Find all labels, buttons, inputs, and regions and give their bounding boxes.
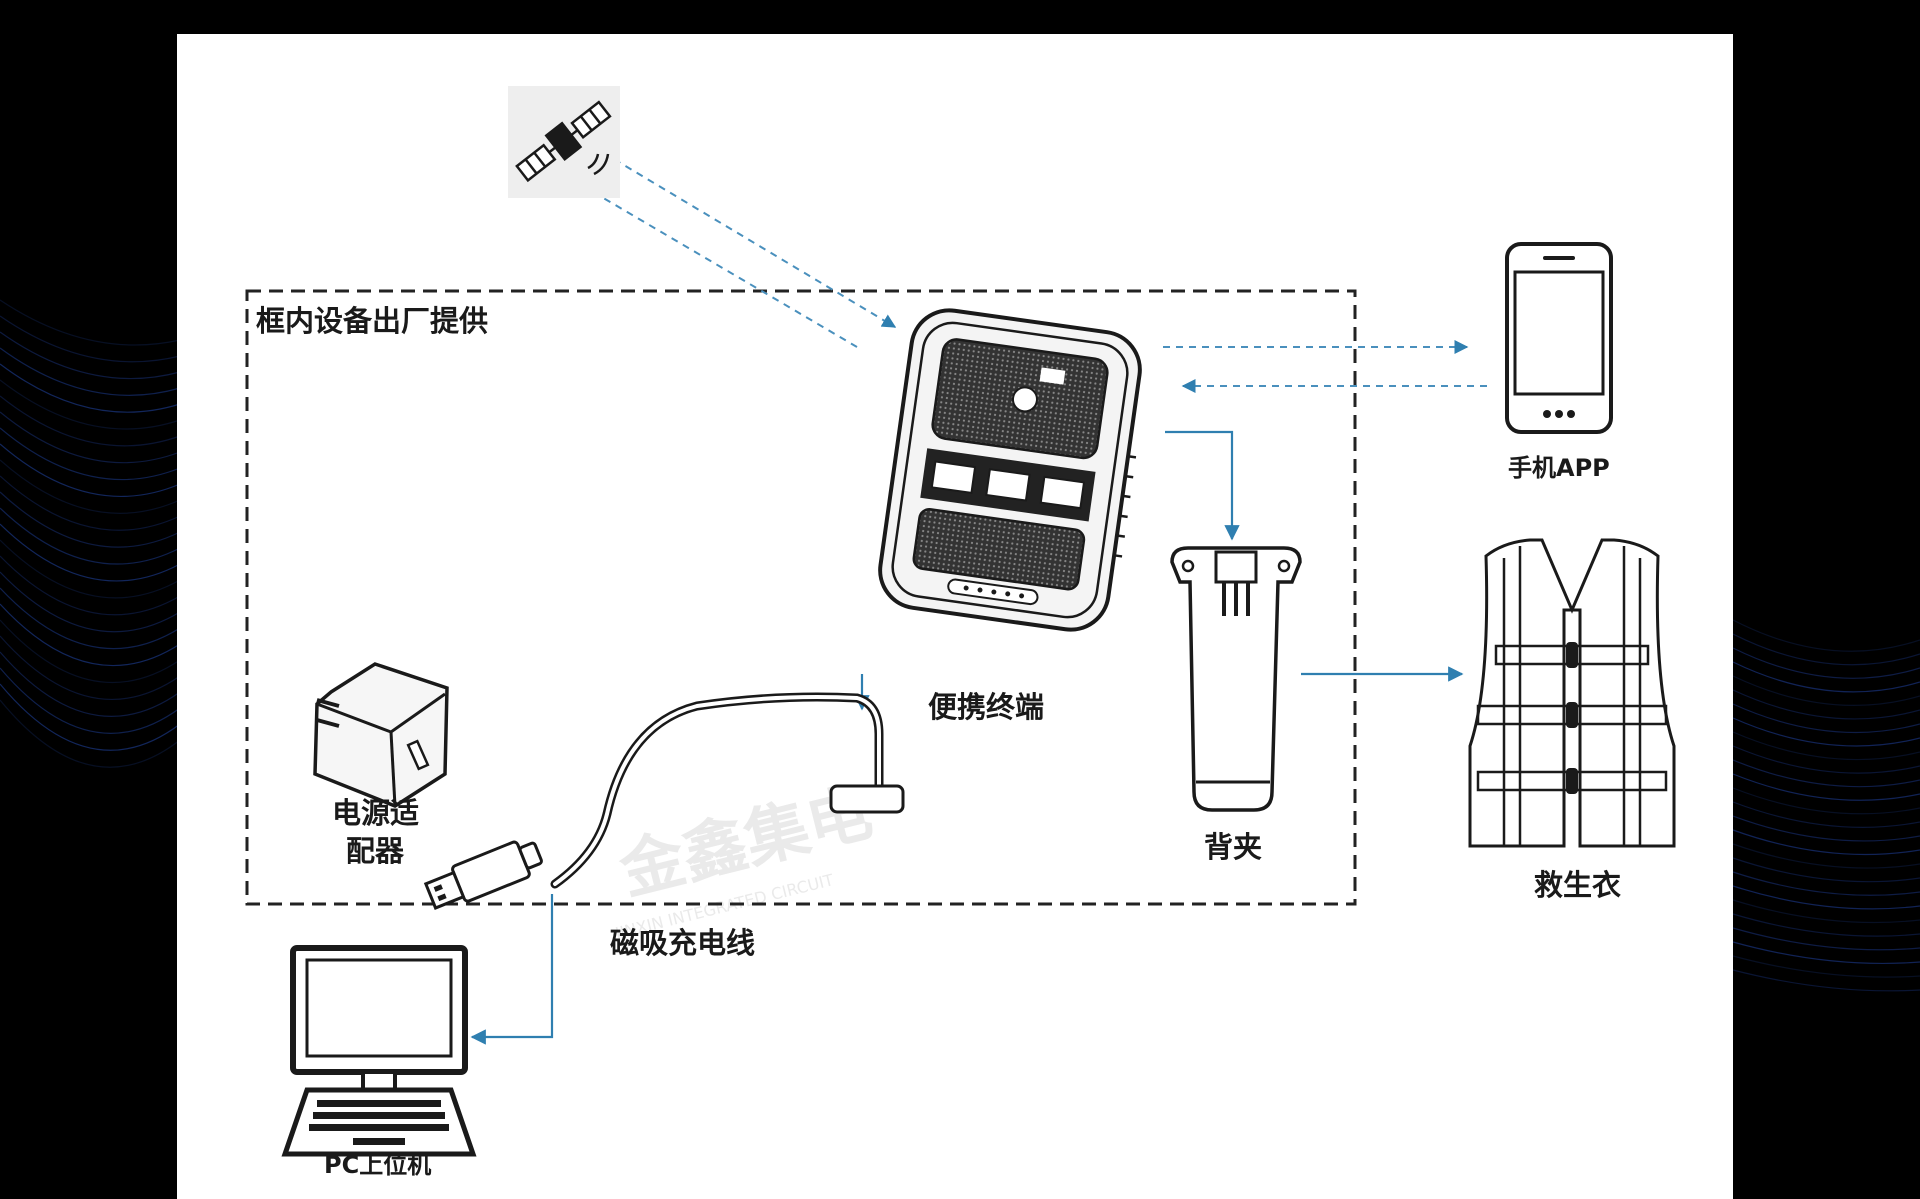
wave-line-right	[1732, 885, 1920, 910]
clip-label: 背夹	[1204, 830, 1263, 864]
back-clip-icon	[1170, 546, 1302, 812]
pc-label: PC上位机	[324, 1151, 432, 1179]
wave-line-left	[0, 411, 181, 464]
solid-arrows	[470, 430, 1464, 1045]
wave-line-right	[1732, 941, 1920, 965]
wave-line-left	[0, 331, 181, 380]
factory-supplied-frame	[245, 289, 1357, 906]
vest-label: 救生衣	[1534, 868, 1622, 902]
wave-line-left	[0, 667, 181, 734]
wave-line-right	[1732, 857, 1920, 883]
portable-terminal-icon	[878, 308, 1142, 632]
system-diagram: 金鑫集电 JINXIN INTEGRATED CIRCUIT	[245, 86, 1676, 1157]
wave-line-right	[1732, 647, 1920, 679]
wave-line-left	[0, 427, 181, 481]
wave-line-left	[0, 475, 181, 531]
wave-line-right	[1732, 955, 1920, 978]
wave-line-right	[1732, 801, 1920, 828]
wave-line-right	[1732, 661, 1920, 693]
terminal-label: 便携终端	[928, 690, 1045, 724]
link-terminal-to-satellite	[552, 168, 858, 348]
wave-line-left	[0, 587, 181, 650]
wave-line-right	[1732, 759, 1920, 788]
wave-line-right	[1732, 731, 1920, 761]
cable-label: 磁吸充电线	[610, 926, 756, 960]
wave-line-left	[0, 395, 181, 447]
wave-line-left	[0, 491, 181, 548]
frame-label: 框内设备出厂提供	[256, 304, 489, 338]
wave-line-left	[0, 683, 181, 751]
computer-icon	[281, 945, 477, 1157]
wave-line-right	[1732, 871, 1920, 896]
link-satellite-to-terminal	[591, 145, 897, 328]
wave-line-right	[1732, 969, 1920, 992]
adapter-label-line1: 电源适	[332, 796, 420, 830]
satellite-icon	[508, 86, 620, 198]
wave-line-right	[1732, 773, 1920, 801]
wave-line-left	[0, 315, 181, 363]
wave-line-left	[0, 619, 181, 683]
wave-line-right	[1732, 717, 1920, 747]
wave-line-right	[1732, 899, 1920, 924]
adapter-label-line2: 配器	[346, 834, 405, 868]
wave-line-left	[0, 699, 181, 768]
wave-line-left	[0, 635, 181, 701]
wave-line-left	[0, 347, 181, 396]
wave-line-left	[0, 363, 181, 413]
wave-line-right	[1732, 927, 1920, 951]
wave-line-left	[0, 555, 181, 616]
wave-line-right	[1732, 787, 1920, 815]
power-adapter-icon	[313, 662, 449, 808]
wave-line-right	[1732, 745, 1920, 774]
dashed-links	[552, 145, 1487, 393]
wave-line-right	[1732, 703, 1920, 734]
life-vest-icon	[1468, 538, 1676, 848]
wave-line-right	[1732, 633, 1920, 666]
wave-line-right	[1732, 843, 1920, 869]
arrow-cable-to-pc	[470, 894, 554, 1045]
arrow-terminal-to-clip	[1165, 430, 1240, 541]
wave-line-left	[0, 539, 181, 599]
wave-line-left	[0, 443, 181, 498]
wave-line-right	[1732, 619, 1920, 652]
wave-line-left	[0, 571, 181, 633]
wave-line-left	[0, 507, 181, 565]
wave-line-right	[1732, 815, 1920, 842]
background-wave-lines	[0, 299, 1920, 992]
wave-line-right	[1732, 829, 1920, 856]
wave-line-left	[0, 651, 181, 717]
smartphone-icon	[1505, 242, 1613, 434]
wave-line-left	[0, 379, 181, 430]
wave-line-left	[0, 523, 181, 582]
wave-line-left	[0, 299, 181, 346]
wave-line-left	[0, 603, 181, 667]
wave-line-right	[1732, 689, 1920, 720]
wave-line-right	[1732, 913, 1920, 937]
magnetic-charging-cable-icon	[423, 692, 905, 910]
wave-line-left	[0, 459, 181, 514]
wave-line-right	[1732, 675, 1920, 706]
phone-label: 手机APP	[1508, 454, 1610, 482]
